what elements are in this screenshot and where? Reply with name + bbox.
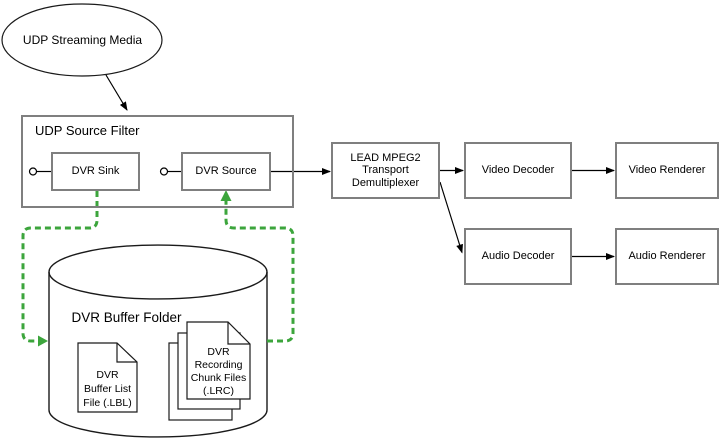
buffer-list-file-document bbox=[77, 342, 138, 413]
audio-decoder-box: Audio Decoder bbox=[464, 228, 572, 285]
video-decoder-box: Video Decoder bbox=[464, 142, 572, 199]
chunk-files-line3: Chunk Files bbox=[190, 372, 247, 384]
video-decoder-label: Video Decoder bbox=[481, 164, 555, 177]
udp-media-label: UDP Streaming Media bbox=[22, 33, 143, 47]
video-renderer-label: Video Renderer bbox=[628, 164, 706, 177]
playback-flow-arrowhead bbox=[220, 190, 232, 201]
dvr-sink-label: DVR Sink bbox=[71, 165, 120, 178]
dvr-source-input-pin bbox=[159, 167, 181, 176]
dvr-source-box: DVR Source bbox=[181, 152, 271, 191]
audio-renderer-label: Audio Renderer bbox=[628, 250, 706, 263]
demux-label-line2: Transport bbox=[362, 164, 409, 177]
chunk-files-line1: DVR bbox=[207, 346, 230, 358]
buffer-list-fold-corner bbox=[116, 343, 137, 363]
chunk-files-line2: Recording bbox=[194, 359, 243, 371]
buffer-list-line1: DVR bbox=[96, 369, 119, 381]
chunk-file-page-front bbox=[186, 321, 251, 400]
demux-label-line1: LEAD MPEG2 bbox=[350, 151, 421, 164]
buffer-list-line2: Buffer List bbox=[83, 383, 132, 395]
dvr-source-label: DVR Source bbox=[195, 165, 257, 178]
video-renderer-box: Video Renderer bbox=[615, 142, 719, 199]
chunk-files-label: DVR Recording Chunk Files (.LRC) bbox=[187, 346, 250, 398]
arrow-demux-to-audiodecoder bbox=[439, 181, 463, 254]
dvr-sink-input-pin bbox=[28, 167, 51, 176]
buffer-list-line3: File (.LBL) bbox=[83, 397, 132, 409]
playback-flow-path bbox=[220, 190, 295, 343]
audio-renderer-box: Audio Renderer bbox=[615, 228, 719, 285]
record-flow-arrowhead bbox=[38, 335, 48, 347]
dvr-buffer-folder-label: DVR Buffer Folder bbox=[71, 310, 182, 325]
dvr-sink-box: DVR Sink bbox=[51, 152, 140, 191]
chunk-files-line4: (.LRC) bbox=[203, 385, 234, 397]
demux-label-line3: Demultiplexer bbox=[351, 176, 420, 189]
audio-decoder-label: Audio Decoder bbox=[481, 250, 555, 263]
chunk-files-document-stack bbox=[168, 321, 251, 421]
chunk-file-fold-corner bbox=[227, 322, 250, 345]
udp-media-ellipse bbox=[1, 3, 163, 77]
buffer-list-file-label: DVR Buffer List File (.LBL) bbox=[78, 368, 137, 410]
demultiplexer-box: LEAD MPEG2 Transport Demultiplexer bbox=[331, 142, 440, 199]
record-flow-path bbox=[21, 191, 99, 347]
udp-source-filter-label: UDP Source Filter bbox=[35, 123, 140, 138]
udp-source-filter-box: UDP Source Filter bbox=[21, 115, 294, 208]
arrow-media-to-filter bbox=[105, 74, 128, 111]
